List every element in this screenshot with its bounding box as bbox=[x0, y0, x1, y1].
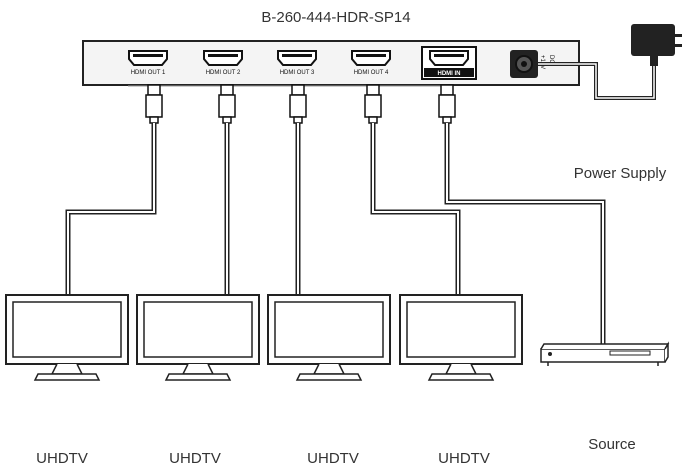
hdmi-out-port-4: HDMI OUT 4 bbox=[351, 50, 391, 76]
hdmi-plug-3 bbox=[289, 84, 307, 124]
monitor-3 bbox=[267, 294, 391, 381]
dc-label: DC bbox=[548, 55, 554, 64]
power-adapter-icon bbox=[631, 24, 682, 66]
monitor-2 bbox=[136, 294, 260, 381]
device-model-title: B-260-444-HDR-SP14 bbox=[261, 9, 410, 26]
power-supply-label: Power Supply bbox=[574, 165, 667, 182]
display-label-4: UHDTV bbox=[438, 450, 490, 467]
monitor-4 bbox=[399, 294, 523, 381]
hdmi-cables bbox=[65, 123, 606, 345]
port-label: HDMI OUT 4 bbox=[354, 70, 389, 76]
source-device bbox=[540, 341, 670, 366]
display-label-1: UHDTV bbox=[36, 450, 88, 467]
hdmi-in-port: HDMI IN bbox=[421, 46, 477, 80]
hdmi-out-port-3: HDMI OUT 3 bbox=[277, 50, 317, 76]
source-label: Source bbox=[588, 436, 636, 453]
hdmi-plug-2 bbox=[218, 84, 236, 124]
port-label: HDMI IN bbox=[438, 71, 461, 77]
display-label-2: UHDTV bbox=[169, 450, 221, 467]
port-label: HDMI OUT 3 bbox=[280, 70, 315, 76]
hdmi-out-port-1: HDMI OUT 1 bbox=[128, 50, 168, 76]
hdmi-plug-4 bbox=[364, 84, 382, 124]
port-label: HDMI OUT 2 bbox=[206, 70, 241, 76]
port-label: HDMI OUT 1 bbox=[131, 70, 166, 76]
hdmi-plug-in bbox=[438, 84, 456, 124]
monitor-1 bbox=[5, 294, 129, 381]
hdmi-splitter-device bbox=[82, 40, 580, 87]
hdmi-plug-1 bbox=[145, 84, 163, 124]
hdmi-out-port-2: HDMI OUT 2 bbox=[203, 50, 243, 76]
display-label-3: UHDTV bbox=[307, 450, 359, 467]
